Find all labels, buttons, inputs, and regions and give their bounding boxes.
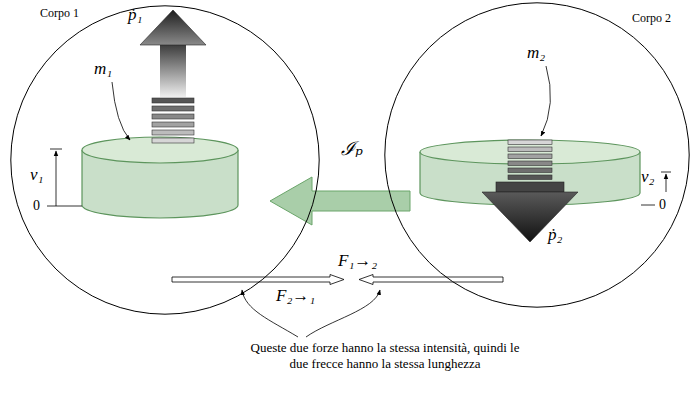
leader-line bbox=[541, 66, 550, 136]
arrow-base bbox=[496, 182, 564, 192]
level-tick bbox=[50, 149, 62, 150]
flow-label: ℐₚ bbox=[341, 139, 363, 160]
symbol-label: ṗ₁ bbox=[128, 6, 142, 25]
body-region: Corpo 1 bbox=[10, 5, 320, 315]
cylinder-top bbox=[82, 137, 238, 163]
symbol-label: F₂→₁ bbox=[276, 287, 315, 306]
body-circle bbox=[11, 6, 319, 314]
symbol-label: m₁ bbox=[94, 60, 112, 79]
body-heading: Corpo 1 bbox=[40, 7, 79, 20]
cylinder-mass-1 bbox=[82, 137, 238, 218]
leader-line bbox=[306, 290, 380, 337]
body-heading: Corpo 2 bbox=[632, 12, 671, 25]
force-arrow bbox=[359, 275, 503, 285]
symbol-label: v₁ bbox=[30, 166, 43, 185]
body-outline bbox=[10, 5, 320, 315]
zero-tick bbox=[641, 205, 655, 206]
flow-arrow bbox=[270, 177, 410, 225]
height-marker-1 bbox=[47, 149, 82, 206]
stripe bbox=[508, 154, 552, 159]
stripe bbox=[508, 161, 552, 166]
symbol-label: 0 bbox=[33, 198, 40, 213]
stripe bbox=[152, 130, 194, 135]
body-circle bbox=[385, 3, 689, 307]
momentum-arrow-1 bbox=[140, 10, 206, 143]
symbol-label: F₁→₂ bbox=[338, 252, 377, 271]
cylinder-top bbox=[420, 140, 640, 164]
level-tick bbox=[661, 172, 671, 173]
momentum-arrow-2 bbox=[482, 140, 578, 242]
stripe bbox=[152, 138, 194, 143]
symbol-label: m₂ bbox=[527, 44, 545, 63]
leader-line bbox=[112, 82, 130, 140]
stripe bbox=[508, 140, 552, 145]
stripe bbox=[152, 114, 194, 119]
arrow-shaft bbox=[160, 44, 186, 97]
stripe bbox=[152, 98, 194, 103]
level-arrow bbox=[666, 174, 667, 192]
stripe bbox=[508, 168, 552, 173]
stripe bbox=[508, 175, 552, 180]
symbol-label: v₂ bbox=[641, 168, 654, 187]
stripe bbox=[508, 147, 552, 152]
arrow-head bbox=[140, 10, 206, 45]
level-arrow bbox=[56, 151, 57, 206]
note-text: Queste due forze hanno la stessa intensi… bbox=[249, 340, 521, 373]
zero-tick bbox=[47, 206, 82, 207]
symbol-label: 0 bbox=[659, 197, 666, 212]
stripe bbox=[152, 122, 194, 127]
arrow-head bbox=[482, 192, 578, 242]
symbol-label: ṗ₂ bbox=[548, 226, 562, 245]
stripe bbox=[152, 106, 194, 111]
